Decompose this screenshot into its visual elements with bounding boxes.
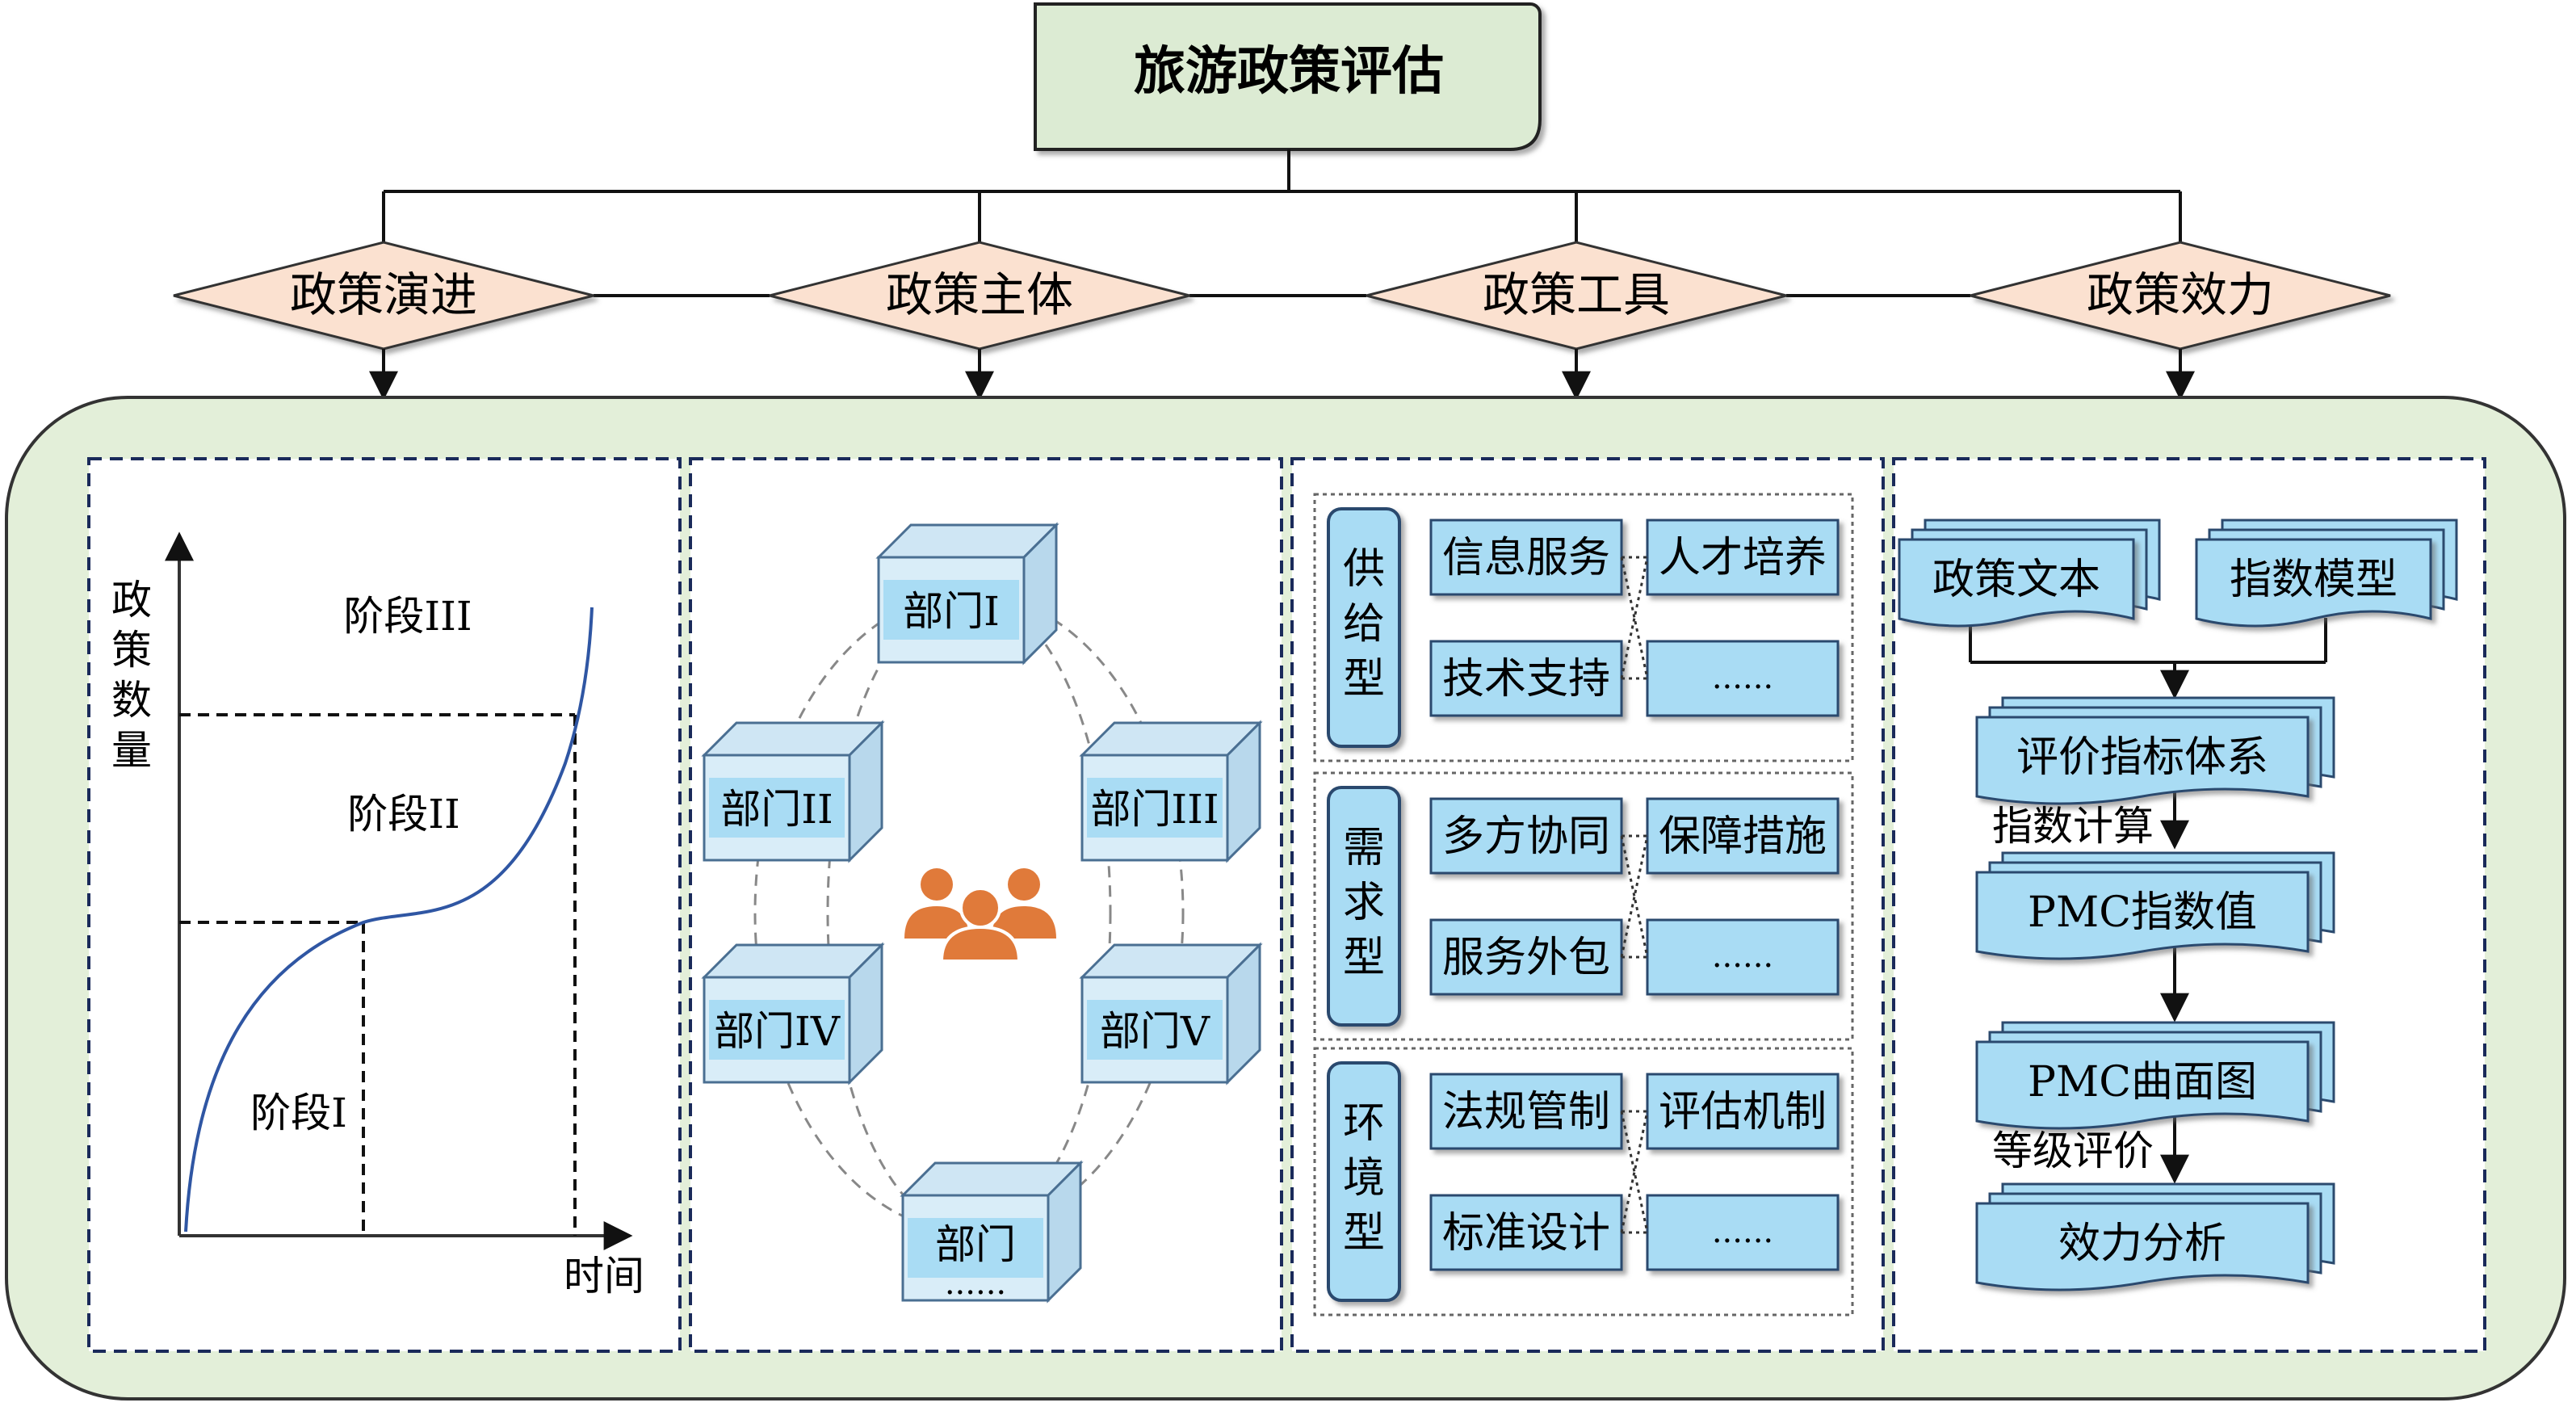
- tool-item: 技术支持: [1442, 655, 1610, 703]
- x-axis-label: 时间: [564, 1253, 644, 1300]
- y-axis-label-char: 政: [111, 577, 152, 624]
- department-cube: 部门I: [875, 522, 1059, 666]
- tool-connector: [1620, 1111, 1649, 1233]
- category-tools-label: 政策工具: [1483, 267, 1670, 322]
- tool-group-label-char: 供: [1343, 545, 1385, 594]
- tool-item-ellipsis: ......: [1712, 1213, 1773, 1250]
- tool-item-ellipsis: ......: [1712, 938, 1773, 975]
- title-box: 旅游政策评估: [1034, 2, 1542, 151]
- tool-connector: [1620, 556, 1649, 679]
- tool-group: 环境型 法规管制 评估机制标准设计......: [1327, 1061, 1840, 1302]
- policy-curve: [184, 607, 594, 1233]
- y-axis-label-char: 量: [111, 727, 152, 774]
- page-title: 旅游政策评估: [1134, 41, 1444, 102]
- category-evolution-label: 政策演进: [290, 267, 477, 322]
- tool-group-label-char: 给: [1343, 600, 1385, 649]
- y-axis-label-char: 策: [111, 627, 152, 674]
- tool-item-ellipsis: ......: [1712, 659, 1773, 696]
- policy-text-box-label: 政策文本: [1932, 556, 2100, 604]
- department-label: 部门V: [1100, 1008, 1210, 1055]
- category-tools: 政策工具: [1366, 241, 1787, 401]
- department-label: 部门IV: [714, 1008, 841, 1055]
- tool-group-label-char: 求: [1343, 879, 1385, 927]
- tool-group-label-char: 型: [1343, 934, 1385, 982]
- department-label: 部门III: [1090, 786, 1219, 833]
- tool-item: 信息服务: [1442, 534, 1610, 582]
- tool-connector: [1620, 835, 1649, 958]
- department-cubes: 部门I 部门II 部门III 部门IV 部门V 部门......: [701, 522, 1263, 1304]
- pmc-surface-box-label: PMC曲面图: [2028, 1058, 2257, 1107]
- evolution-chart: 政 策 数 量 时间 阶段III 阶段II 阶段I: [111, 531, 644, 1300]
- pmc-index-value-box-label: PMC指数值: [2028, 888, 2257, 937]
- tool-item: 评估机制: [1659, 1088, 1827, 1136]
- y-axis-label-char: 数: [111, 677, 152, 724]
- tree-connectors: [382, 149, 2182, 297]
- tool-item: 多方协同: [1442, 813, 1610, 861]
- tool-group: 供给型 信息服务 人才培养技术支持......: [1327, 507, 1840, 748]
- category-diamonds: 政策演进 政策主体 政策工具 政策效力: [173, 241, 2391, 401]
- tool-item: 人才培养: [1659, 534, 1827, 582]
- tool-item: 服务外包: [1442, 934, 1610, 982]
- evaluation-index-system-box: 评价指标体系: [1975, 696, 2335, 805]
- actors-diagram: 部门I 部门II 部门III 部门IV 部门V 部门......: [701, 522, 1263, 1304]
- department-label: 部门I: [903, 588, 1000, 635]
- tool-group-label-char: 需: [1343, 824, 1385, 872]
- tool-connector: [1620, 1111, 1649, 1233]
- tool-group-label-char: 境: [1343, 1154, 1385, 1203]
- evaluation-index-system-box-label: 评价指标体系: [2016, 733, 2268, 782]
- grade-evaluation-label: 等级评价: [1992, 1128, 2154, 1174]
- tool-item: 保障措施: [1659, 813, 1827, 861]
- category-evolution: 政策演进: [173, 241, 594, 401]
- stage-1-label: 阶段I: [250, 1090, 347, 1136]
- department-cube: 部门......: [900, 1160, 1084, 1304]
- effect-analysis-box: 效力分析: [1975, 1182, 2335, 1291]
- tool-item: 标准设计: [1442, 1209, 1610, 1258]
- tool-item: 法规管制: [1442, 1088, 1610, 1136]
- stage-3-label: 阶段III: [343, 593, 472, 640]
- tool-connector: [1620, 835, 1649, 958]
- department-cube: 部门III: [1079, 720, 1263, 863]
- department-label: 部门: [935, 1221, 1016, 1268]
- index-model-box-label: 指数模型: [2230, 556, 2398, 604]
- department-cube: 部门IV: [701, 942, 885, 1086]
- department-cube: 部门II: [701, 720, 885, 863]
- tool-groups: 供给型信息服务人才培养技术支持......需求型多方协同保障措施服务外包....…: [1327, 507, 1840, 1302]
- tool-group-label-char: 环: [1343, 1099, 1385, 1148]
- pmc-index-value-box: PMC指数值: [1975, 851, 2335, 960]
- policy-text-box: 政策文本: [1898, 519, 2161, 628]
- category-actors-label: 政策主体: [886, 267, 1073, 322]
- category-effect: 政策效力: [1970, 241, 2391, 401]
- tools-diagram: 供给型信息服务人才培养技术支持......需求型多方协同保障措施服务外包....…: [1313, 493, 1854, 1317]
- category-effect-label: 政策效力: [2087, 267, 2274, 322]
- department-label: 部门II: [720, 786, 833, 833]
- category-actors: 政策主体: [769, 241, 1190, 401]
- department-ellipsis: ......: [945, 1265, 1006, 1302]
- tool-group: 需求型 多方协同 保障措施服务外包......: [1327, 786, 1840, 1027]
- stage-2-label: 阶段II: [347, 791, 460, 838]
- index-model-box: 指数模型: [2195, 519, 2458, 628]
- pmc-surface-box: PMC曲面图: [1975, 1021, 2335, 1130]
- index-calculation-label: 指数计算: [1992, 803, 2154, 850]
- department-cube: 部门V: [1079, 942, 1263, 1086]
- tool-group-label-char: 型: [1343, 1209, 1385, 1258]
- people-group-icon: [904, 868, 1056, 963]
- effect-analysis-box-label: 效力分析: [2058, 1220, 2226, 1268]
- tool-connector: [1620, 556, 1649, 679]
- tool-group-label-char: 型: [1343, 655, 1385, 703]
